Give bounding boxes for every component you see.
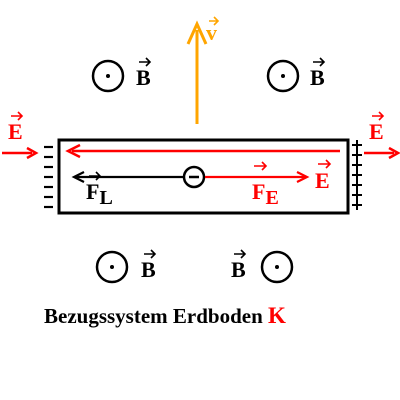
velocity-arrow-head [186, 20, 208, 45]
lorentz-force: FL [71, 171, 184, 209]
magnetic-field-bottom-left: B [95, 249, 157, 284]
field-dot [106, 74, 110, 78]
velocity-label: v [206, 20, 217, 45]
velocity-vector-accent [209, 16, 220, 26]
b-vector-accent [139, 57, 152, 67]
e-field-label: E [8, 119, 23, 144]
b-field-label: B [136, 65, 151, 90]
negative-charge-layer [44, 145, 53, 209]
caption-frame-symbol: K [268, 303, 286, 328]
f-vector-accent [89, 171, 102, 181]
dot-in-circle-icon [260, 250, 294, 284]
dot-in-circle-icon [95, 250, 129, 284]
internal-e-arrow-head [65, 143, 81, 159]
internal-e-label: E [315, 168, 330, 193]
caption: Bezugssystem Erdboden K [44, 303, 286, 328]
lorentz-force-label: FL [86, 179, 113, 209]
e-vector-accent [11, 111, 24, 121]
lorentz-force-arrow-head [71, 171, 85, 183]
external-e-field-left: E [2, 111, 39, 160]
internal-e-field: E [65, 143, 340, 193]
magnetic-field-top-right: B [266, 57, 326, 93]
b-vector-accent [234, 249, 247, 259]
e-vector-accent [318, 159, 332, 169]
b-field-label: B [141, 257, 156, 282]
field-dot [275, 265, 279, 269]
e-field-arrow-head [26, 146, 39, 160]
field-dot [281, 74, 285, 78]
dot-in-circle-icon [266, 59, 300, 93]
b-vector-accent [144, 249, 157, 259]
electric-force-arrow-head [296, 171, 310, 183]
conductor-bar [57, 138, 350, 215]
electric-force-label: FE [252, 179, 279, 209]
magnetic-field-top-left: B [91, 57, 152, 93]
b-vector-accent [313, 57, 326, 67]
electron [182, 165, 206, 189]
e-vector-accent [372, 111, 385, 121]
velocity-vector: v [186, 16, 220, 124]
magnetic-field-bottom-right: B [231, 249, 294, 284]
caption-text: Bezugssystem Erdboden [44, 304, 268, 328]
f-vector-accent [254, 161, 268, 171]
e-field-label: E [369, 119, 384, 144]
b-field-label: B [231, 257, 246, 282]
field-dot [110, 265, 114, 269]
external-e-field-right: E [364, 111, 400, 160]
positive-charge-layer [352, 140, 362, 210]
b-field-label: B [310, 65, 325, 90]
dot-in-circle-icon [91, 59, 125, 93]
electric-force: FE [205, 161, 310, 209]
e-field-arrow-head [388, 146, 400, 160]
